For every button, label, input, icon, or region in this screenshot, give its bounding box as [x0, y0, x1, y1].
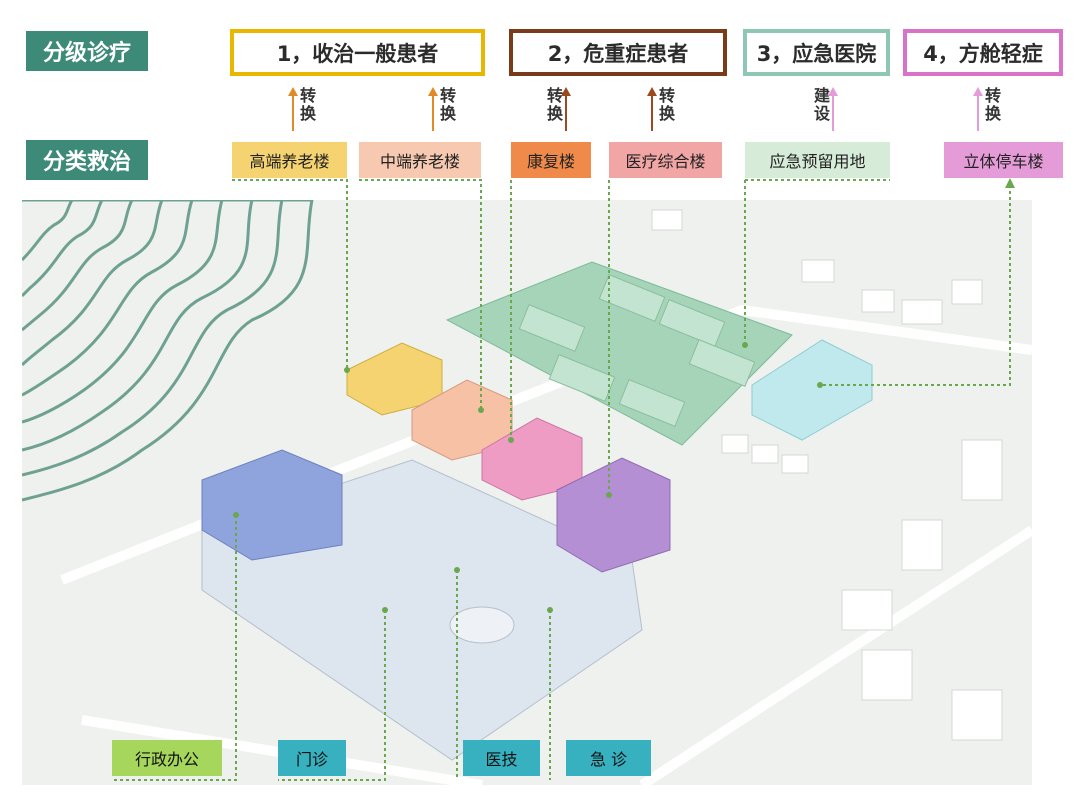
site-illustration: [22, 200, 1032, 785]
arrow-label-convert: 转换: [656, 87, 675, 123]
label-medical-tech: 医技: [463, 740, 540, 776]
medical-complex-building: [556, 457, 671, 573]
tier-box-cabin-mild: 4，方舱轻症: [903, 29, 1063, 76]
arrow-label-convert: 转换: [982, 87, 1001, 123]
row-label-triage: 分级诊疗: [26, 31, 148, 71]
category-high-end-elderly: 高端养老楼: [232, 142, 347, 178]
category-mid-elderly: 中端养老楼: [359, 142, 481, 178]
tier-box-critical-patients: 2，危重症患者: [509, 29, 727, 76]
arrow-label-build: 建设: [811, 87, 830, 123]
up-arrow-icon: [828, 87, 838, 131]
up-arrow-icon: [973, 87, 983, 131]
category-medical-complex: 医疗综合楼: [609, 142, 722, 178]
arrow-convert-1: 转换: [288, 87, 316, 131]
up-arrow-icon: [561, 87, 571, 131]
arrow-label-convert: 转换: [297, 87, 316, 123]
category-parking: 立体停车楼: [944, 142, 1063, 178]
up-arrow-icon: [428, 87, 438, 131]
category-rehab: 康复楼: [511, 142, 591, 178]
arrow-label-convert: 转换: [437, 87, 456, 123]
terrain-contours: [22, 200, 314, 502]
arrow-convert-4: 转换: [647, 87, 675, 131]
arrow-build: 建设: [811, 87, 838, 131]
arrow-convert-5: 转换: [973, 87, 1001, 131]
category-emergency-land: 应急预留用地: [745, 142, 890, 178]
arrow-label-convert: 转换: [544, 87, 563, 123]
row-label-classify: 分类救治: [26, 140, 148, 180]
label-outpatient: 门诊: [278, 740, 346, 776]
up-arrow-icon: [288, 87, 298, 131]
admin-building: [201, 449, 343, 561]
label-admin-office: 行政办公: [112, 740, 222, 776]
tier-box-general-patients: 1，收治一般患者: [230, 29, 485, 76]
label-emergency: 急 诊: [566, 740, 651, 776]
arrow-convert-3: 转换: [544, 87, 571, 131]
tier-box-emergency-hospital: 3，应急医院: [743, 29, 890, 76]
parking-building: [751, 339, 873, 441]
up-arrow-icon: [647, 87, 657, 131]
arrow-convert-2: 转换: [428, 87, 456, 131]
